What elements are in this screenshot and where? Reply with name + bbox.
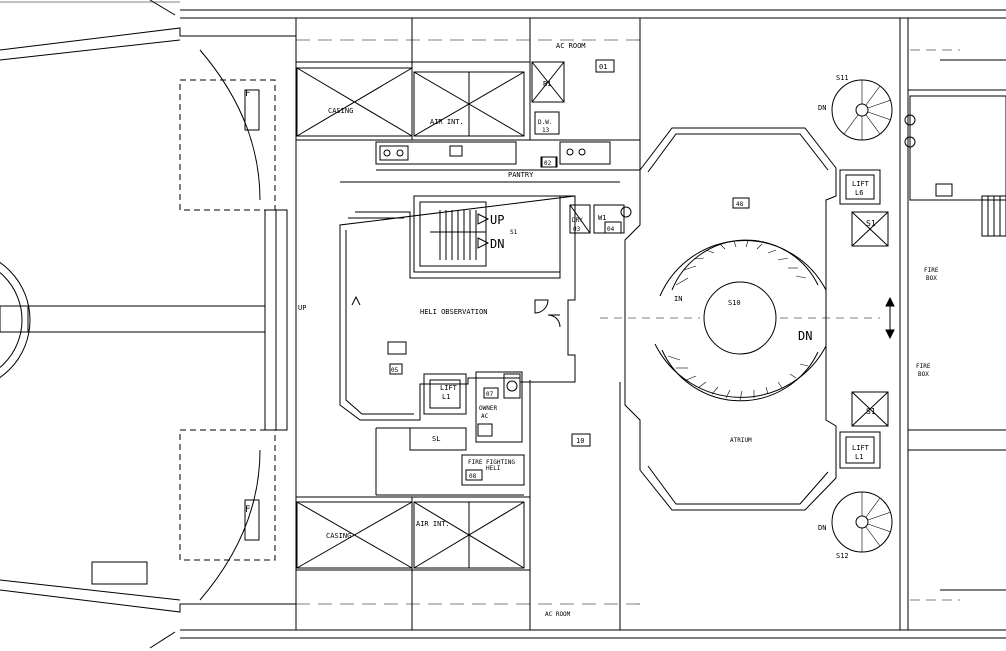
- tag-01: 01: [599, 63, 607, 71]
- dw-num: 13: [542, 127, 550, 134]
- tag-08: 08: [469, 473, 477, 480]
- tag-w1: W1: [598, 214, 606, 222]
- atrium-label: ATRIUM: [730, 437, 752, 444]
- tag-f-top: F: [245, 89, 250, 99]
- up-stair-label: UP: [490, 213, 504, 227]
- top-service-zone: AC ROOM CASING AIR INT. B1 D.W. 13 01 PA…: [296, 18, 641, 183]
- owner-ac-label: OWNER: [479, 405, 497, 412]
- dn-s12-label: DN: [818, 524, 826, 532]
- atrium: 48 S10 IN DN ATRIUM: [600, 127, 895, 511]
- pantry-label: PANTRY: [508, 171, 534, 179]
- fire-box-top-label-2: BOX: [926, 275, 937, 282]
- ac-room-bottom-label: AC ROOM: [545, 611, 571, 618]
- air-int-top-label: AIR INT.: [430, 118, 464, 126]
- fire-box-top-label: FIRE: [924, 267, 939, 274]
- heli-observation-label: HELI OBSERVATION: [420, 308, 487, 316]
- tag-05: 05: [391, 367, 399, 374]
- fire-box-bottom-label: FIRE: [916, 363, 931, 370]
- dw-label: D.W.: [538, 119, 552, 126]
- tag-48: 48: [736, 201, 744, 208]
- lift-l1-left-num: L1: [442, 393, 450, 401]
- lift-l1-right-label: LIFT: [852, 444, 870, 452]
- lift-l1-right-num: L1: [855, 453, 863, 461]
- tag-s1-stair: S1: [510, 229, 518, 236]
- tag-dry: DRY: [572, 217, 583, 224]
- s10-label: S10: [728, 299, 741, 307]
- firefighting-label: FIRE FIGHTING: [468, 459, 515, 466]
- tag-s1-upper: S1: [866, 219, 876, 228]
- lift-l6-num: L6: [855, 189, 863, 197]
- ac-room-top-label: AC ROOM: [556, 42, 586, 50]
- dn-stair-label: DN: [490, 237, 504, 251]
- in-label: IN: [674, 295, 682, 303]
- tag-b1: B1: [543, 80, 551, 88]
- tag-07: 07: [486, 391, 494, 398]
- lift-l1-left: LIFT L1 07 OWNER AC SL FIRE FIGHTING HEL…: [375, 371, 525, 496]
- tag-f-bottom: F: [245, 505, 250, 515]
- lift-l1-left-label: LIFT: [440, 384, 458, 392]
- tag-02: 02: [544, 160, 552, 167]
- tag-04: 04: [607, 226, 615, 233]
- tag-03: 03: [573, 226, 581, 233]
- s11-label: S11: [836, 74, 849, 82]
- fire-box-bottom-label-2: BOX: [918, 371, 929, 378]
- lift-l6-label: LIFT: [852, 180, 870, 188]
- up-side-label: UP: [298, 304, 306, 312]
- right-core: S11 DN S12 DN LIFT L6 S1 S1 LIFT L1 FIRE…: [818, 18, 1006, 630]
- owner-ac-label-2: AC: [481, 413, 489, 420]
- bottom-service-zone: CASING AIR INT. AC ROOM 10: [296, 380, 640, 630]
- s12-label: S12: [836, 552, 849, 560]
- air-int-bottom-label: AIR INT.: [416, 520, 450, 528]
- dn-s11-label: DN: [818, 104, 826, 112]
- dn-main-label: DN: [798, 329, 812, 343]
- firefighting-label-2: HELI: [486, 465, 501, 472]
- tag-s1-lower: S1: [866, 407, 876, 416]
- casing-bottom-label: CASING: [326, 532, 351, 540]
- tag-10: 10: [576, 437, 584, 445]
- casing-top-label: CASING: [328, 107, 353, 115]
- sl-label: SL: [432, 435, 440, 443]
- heli-observation-room: UP DN S1 HELI OBSERVATION 05 DRY W1 04 0…: [339, 195, 632, 421]
